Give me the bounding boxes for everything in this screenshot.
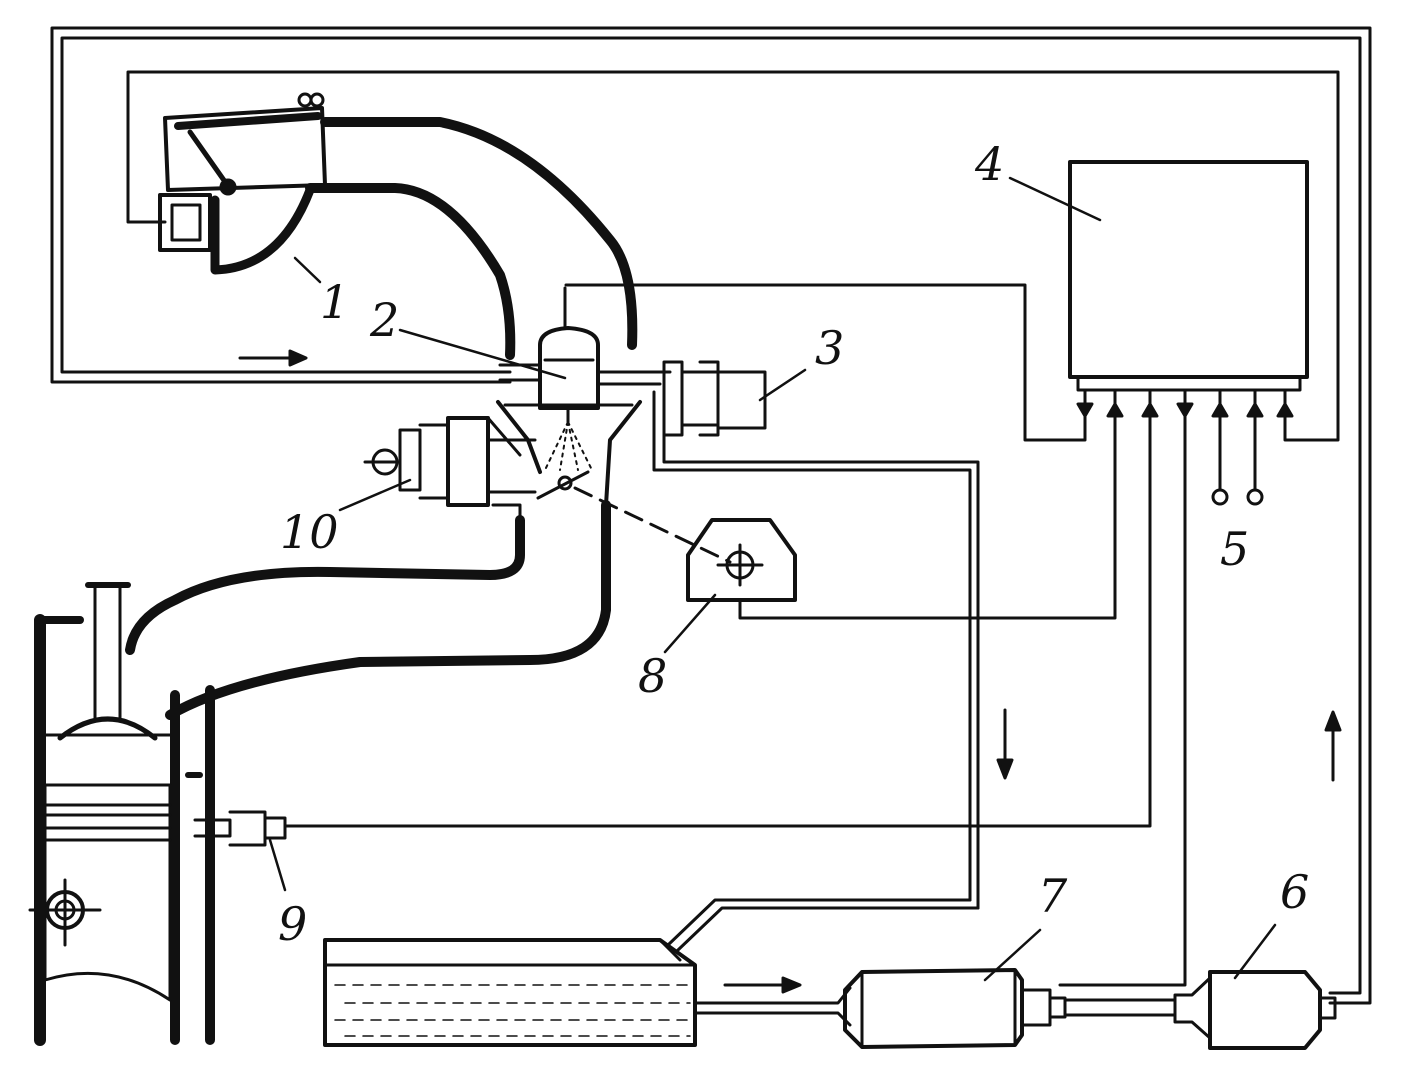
label-6: 6 bbox=[1280, 865, 1309, 919]
control-unit-connectors bbox=[564, 283, 1294, 987]
throttle-valve bbox=[536, 470, 590, 500]
pressure-regulator bbox=[652, 360, 980, 910]
cold-start-valve bbox=[363, 416, 537, 522]
fuel-distributor bbox=[498, 286, 672, 424]
label-8: 8 bbox=[638, 649, 667, 703]
label-3: 3 bbox=[815, 321, 844, 375]
temperature-sensor bbox=[193, 416, 1152, 847]
label-2: 2 bbox=[369, 293, 399, 347]
fuel-tank bbox=[323, 898, 980, 1047]
flow-arrow-right-top bbox=[238, 349, 308, 367]
fuel-spray bbox=[544, 421, 593, 471]
label-1: 1 bbox=[320, 275, 349, 329]
intake-valve bbox=[57, 582, 158, 741]
throttle-position-sensor bbox=[686, 416, 1117, 620]
part-labels: 1 2 3 4 5 6 7 8 9 10 bbox=[278, 137, 1309, 951]
flow-arrow-right-bottom bbox=[723, 976, 802, 994]
engine-block bbox=[34, 614, 215, 1046]
flow-arrow-down bbox=[996, 708, 1014, 780]
label-9: 9 bbox=[278, 897, 307, 951]
flow-arrow-up bbox=[1324, 710, 1342, 782]
piston bbox=[28, 783, 172, 1002]
label-5: 5 bbox=[1220, 522, 1249, 576]
label-10: 10 bbox=[280, 505, 339, 559]
label-4: 4 bbox=[974, 137, 1004, 191]
leader-lines bbox=[268, 176, 1277, 982]
fuel-pump bbox=[843, 968, 1177, 1049]
fuel-return-line bbox=[50, 26, 1372, 1005]
air-intake-duct bbox=[305, 117, 638, 360]
throttle-linkage bbox=[573, 486, 732, 564]
control-unit bbox=[1068, 160, 1309, 392]
air-flow-meter bbox=[158, 92, 327, 275]
signal-line-airflow bbox=[126, 70, 1340, 442]
intake-manifold bbox=[125, 500, 611, 720]
fuel-filter bbox=[1173, 970, 1337, 1050]
label-7: 7 bbox=[1038, 869, 1068, 923]
fuel-supply-line bbox=[693, 986, 852, 1027]
